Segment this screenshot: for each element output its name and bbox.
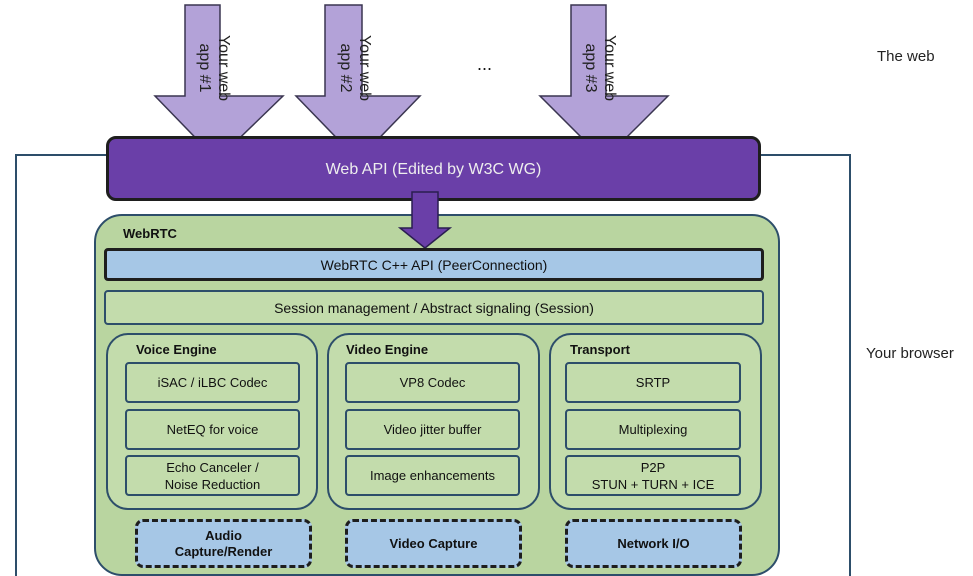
app-arrow-1 [153,4,285,162]
more-apps-ellipsis: ... [477,54,493,74]
voice-item: iSAC / iLBC Codec [125,362,300,403]
transport-item-label: P2P STUN + TURN + ICE [591,459,715,492]
transport-item-label: SRTP [635,375,671,390]
video-item-label: VP8 Codec [399,375,466,390]
video-capture-label: Video Capture [389,535,478,551]
cpp-api-bar: WebRTC C++ API (PeerConnection) [104,248,764,281]
web-api-bar: Web API (Edited by W3C WG) [106,136,761,201]
voice-item: NetEQ for voice [125,409,300,450]
transport-item: Multiplexing [565,409,741,450]
browser-boundary-right [760,154,851,576]
down-arrow-icon [397,191,453,249]
cpp-api-label: WebRTC C++ API (PeerConnection) [320,256,548,273]
session-bar: Session management / Abstract signaling … [104,290,764,325]
voice-item: Echo Canceler / Noise Reduction [125,455,300,496]
video-item-label: Video jitter buffer [383,422,482,437]
transport-item: SRTP [565,362,741,403]
video-item: VP8 Codec [345,362,520,403]
video-item-label: Image enhancements [369,468,496,483]
voice-item-label: iSAC / iLBC Codec [157,375,268,390]
voice-engine-title: Voice Engine [136,342,217,357]
app-arrow-2 [294,4,422,162]
browser-label: Your browser [866,345,954,362]
audio-capture-label: Audio Capture/Render [174,527,273,559]
app-arrow-3 [538,4,670,162]
audio-capture-box: Audio Capture/Render [135,519,312,568]
webrtc-title: WebRTC [123,226,177,241]
transport-item: P2P STUN + TURN + ICE [565,455,741,496]
session-label: Session management / Abstract signaling … [274,299,594,316]
voice-item-label: Echo Canceler / Noise Reduction [164,459,261,492]
network-io-label: Network I/O [617,535,690,551]
video-capture-box: Video Capture [345,519,522,568]
browser-boundary [15,154,108,576]
transport-item-label: Multiplexing [618,422,688,437]
network-io-box: Network I/O [565,519,742,568]
web-label: The web [877,48,935,65]
voice-item-label: NetEQ for voice [166,422,259,437]
web-api-label: Web API (Edited by W3C WG) [325,160,542,178]
video-engine-title: Video Engine [346,342,429,357]
video-item: Image enhancements [345,455,520,496]
transport-title: Transport [570,342,630,357]
video-item: Video jitter buffer [345,409,520,450]
